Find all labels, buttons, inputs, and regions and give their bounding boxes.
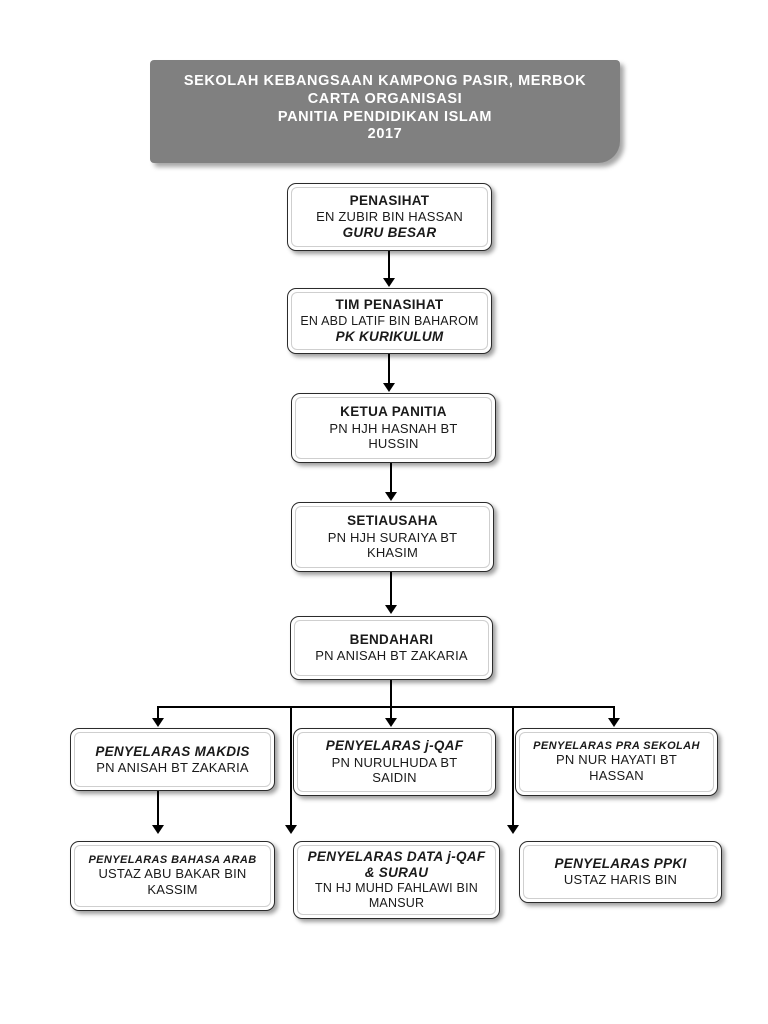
title-line-4: 2017 [367, 126, 403, 143]
arrow-icon [285, 825, 297, 834]
arrow-icon [385, 492, 397, 501]
node-person-name-2: HUSSIN [368, 436, 419, 452]
node-title: PENYELARAS PRA SEKOLAH [533, 740, 700, 753]
node-title: PENYELARAS MAKDIS [95, 743, 250, 759]
node-tim-penasihat[interactable]: TIM PENASIHAT EN ABD LATIF BIN BAHAROM P… [287, 288, 492, 354]
node-person-name: PN NURULHUDA BT [331, 754, 458, 770]
node-setiausaha[interactable]: SETIAUSAHA PN HJH SURAIYA BT KHASIM [291, 502, 494, 572]
connector-jqaf-data-jqaf [290, 706, 292, 828]
node-title: PENYELARAS DATA j-QAF [307, 848, 486, 864]
node-penasihat[interactable]: PENASIHAT EN ZUBIR BIN HASSAN GURU BESAR [287, 183, 492, 251]
connector-setiausaha-bendahari [390, 572, 392, 608]
node-title: PENYELARAS BAHASA ARAB [88, 854, 257, 867]
node-title-line-2: & SURAU [364, 865, 429, 880]
connector-tim-ketua [388, 354, 390, 386]
arrow-icon [385, 605, 397, 614]
arrow-icon [385, 718, 397, 727]
node-title: TIM PENASIHAT [335, 297, 444, 313]
connector-pra-sekolah-ppki [512, 706, 514, 828]
node-person-name-2: SAIDIN [372, 770, 417, 786]
node-title: PENYELARAS j-QAF [325, 738, 464, 754]
node-person-name: EN ZUBIR BIN HASSAN [316, 209, 463, 225]
arrow-icon [152, 718, 164, 727]
node-title: BENDAHARI [349, 632, 434, 648]
arrow-icon [507, 825, 519, 834]
node-penyelaras-jqaf[interactable]: PENYELARAS j-QAF PN NURULHUDA BT SAIDIN [293, 728, 496, 796]
title-line-3: PANITIA PENDIDIKAN ISLAM [277, 108, 493, 125]
node-penyelaras-pra-sekolah[interactable]: PENYELARAS PRA SEKOLAH PN NUR HAYATI BT … [515, 728, 718, 796]
node-person-name: TN HJ MUHD FAHLAWI BIN [315, 881, 478, 896]
node-person-name: EN ABD LATIF BIN BAHAROM [300, 313, 479, 328]
node-person-name-2: HASSAN [589, 768, 644, 783]
connector-bus-row1 [157, 706, 614, 708]
node-person-name: PN ANISAH BT ZAKARIA [96, 759, 249, 775]
node-title: PENYELARAS PPKI [554, 856, 687, 872]
arrow-icon [152, 825, 164, 834]
node-penyelaras-bahasa-arab[interactable]: PENYELARAS BAHASA ARAB USTAZ ABU BAKAR B… [70, 841, 275, 911]
connector-makdis-bahasa-arab [157, 791, 159, 828]
node-title: SETIAUSAHA [347, 513, 438, 529]
node-ketua-panitia[interactable]: KETUA PANITIA PN HJH HASNAH BT HUSSIN [291, 393, 496, 463]
node-person-name-2: KHASIM [366, 545, 419, 561]
connector-penasihat-tim [388, 251, 390, 281]
arrow-icon [608, 718, 620, 727]
title-line-2: CARTA ORGANISASI [307, 90, 463, 107]
node-title: PENASIHAT [349, 193, 430, 209]
node-penyelaras-ppki[interactable]: PENYELARAS PPKI USTAZ HARIS BIN [519, 841, 722, 903]
chart-title-banner: SEKOLAH KEBANGSAAN KAMPONG PASIR, MERBOK… [150, 60, 620, 163]
node-person-name: PN ANISAH BT ZAKARIA [315, 648, 468, 664]
node-role: GURU BESAR [342, 224, 437, 240]
node-bendahari[interactable]: BENDAHARI PN ANISAH BT ZAKARIA [290, 616, 493, 680]
node-person-name: PN HJH SURAIYA BT [327, 529, 458, 545]
node-person-name: USTAZ ABU BAKAR BIN [98, 866, 247, 882]
node-person-name: PN HJH HASNAH BT [329, 420, 458, 436]
node-person-name-2: MANSUR [368, 896, 425, 911]
node-person-name-2: KASSIM [147, 882, 198, 897]
title-line-1: SEKOLAH KEBANGSAAN KAMPONG PASIR, MERBOK [183, 72, 587, 89]
node-person-name: PN NUR HAYATI BT [556, 752, 677, 768]
connector-bus-mid-down [390, 706, 392, 721]
arrow-icon [383, 383, 395, 392]
connector-bus-left-down [157, 706, 159, 721]
arrow-icon [383, 278, 395, 287]
node-title: KETUA PANITIA [340, 404, 447, 420]
node-penyelaras-makdis[interactable]: PENYELARAS MAKDIS PN ANISAH BT ZAKARIA [70, 728, 275, 791]
node-penyelaras-data-jqaf[interactable]: PENYELARAS DATA j-QAF & SURAU TN HJ MUHD… [293, 841, 500, 919]
node-role: PK KURIKULUM [335, 328, 444, 344]
connector-bendahari-stem [390, 680, 392, 708]
node-person-name: USTAZ HARIS BIN [563, 872, 678, 888]
connector-bus-right-down [613, 706, 615, 721]
connector-ketua-setiausaha [390, 463, 392, 495]
